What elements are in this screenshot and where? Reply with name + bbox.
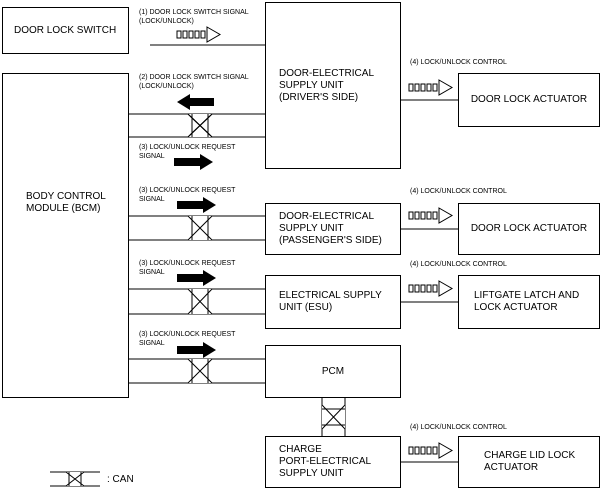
signal-label-3a: (3) LOCK/UNLOCK REQUEST SIGNAL — [139, 144, 236, 160]
pcm-box: PCM — [265, 345, 401, 398]
can-twist-4 — [187, 358, 213, 384]
charge-port-esu-label: CHARGE PORT-ELECTRICAL SUPPLY UNIT — [279, 444, 372, 479]
bcm-label: BODY CONTROL MODULE (BCM) — [26, 191, 106, 214]
signal-label-3c: (3) LOCK/UNLOCK REQUEST SIGNAL — [139, 260, 236, 276]
can-twist-2 — [187, 215, 213, 241]
signal-arrow-3d — [177, 342, 216, 358]
legend-can-symbol — [50, 471, 100, 487]
signal-label-3b: (3) LOCK/UNLOCK REQUEST SIGNAL — [139, 187, 236, 203]
charge-lid-actuator-box: CHARGE LID LOCK ACTUATOR — [458, 436, 600, 488]
door-lock-actuator-2-label: DOOR LOCK ACTUATOR — [470, 223, 588, 234]
signal-label-1: (1) DOOR LOCK SWITCH SIGNAL (LOCK/UNLOCK… — [139, 9, 249, 25]
signal-arrow-3b — [177, 197, 216, 213]
bcm-box: BODY CONTROL MODULE (BCM) — [2, 73, 129, 398]
deu-driver-box: DOOR-ELECTRICAL SUPPLY UNIT (DRIVER'S SI… — [265, 2, 401, 169]
signal-arrow-1 — [176, 26, 222, 43]
deu-driver-label: DOOR-ELECTRICAL SUPPLY UNIT (DRIVER'S SI… — [279, 67, 375, 103]
signal-label-3d: (3) LOCK/UNLOCK REQUEST SIGNAL — [139, 331, 236, 347]
charge-lid-actuator-label: CHARGE LID LOCK ACTUATOR — [484, 450, 576, 473]
signal-arrow-3a — [174, 154, 213, 170]
control-arrow-4 — [408, 442, 454, 459]
door-lock-switch-label: DOOR LOCK SWITCH — [14, 24, 117, 36]
pcm-label: PCM — [321, 365, 345, 377]
can-twist-3 — [187, 288, 213, 315]
control-label-1: (4) LOCK/UNLOCK CONTROL — [410, 59, 507, 66]
control-label-3: (4) LOCK/UNLOCK CONTROL — [410, 261, 507, 268]
door-lock-actuator-1-label: DOOR LOCK ACTUATOR — [470, 94, 588, 105]
signal-label-2: (2) DOOR LOCK SWITCH SIGNAL (LOCK/UNLOCK… — [139, 74, 249, 90]
can-twist-5 — [321, 404, 346, 430]
control-label-4: (4) LOCK/UNLOCK CONTROL — [410, 424, 507, 431]
control-arrow-1 — [408, 79, 454, 96]
esu-box: ELECTRICAL SUPPLY UNIT (ESU) — [265, 275, 401, 329]
liftgate-actuator-label: LIFTGATE LATCH AND LOCK ACTUATOR — [474, 290, 580, 313]
deu-passenger-label: DOOR-ELECTRICAL SUPPLY UNIT (PASSENGER'S… — [279, 211, 382, 246]
can-twist-1 — [187, 113, 213, 138]
control-arrow-2 — [408, 207, 454, 224]
signal-arrow-3c — [177, 270, 216, 286]
deu-passenger-box: DOOR-ELECTRICAL SUPPLY UNIT (PASSENGER'S… — [265, 203, 401, 255]
liftgate-actuator-box: LIFTGATE LATCH AND LOCK ACTUATOR — [458, 275, 600, 329]
control-label-2: (4) LOCK/UNLOCK CONTROL — [410, 188, 507, 195]
control-arrow-3 — [408, 280, 454, 297]
door-lock-actuator-2-box: DOOR LOCK ACTUATOR — [458, 203, 600, 255]
door-lock-switch-box: DOOR LOCK SWITCH — [2, 7, 129, 54]
signal-arrow-2 — [177, 94, 214, 110]
esu-label: ELECTRICAL SUPPLY UNIT (ESU) — [279, 290, 382, 313]
charge-port-esu-box: CHARGE PORT-ELECTRICAL SUPPLY UNIT — [265, 436, 401, 488]
legend-can-label: : CAN — [107, 474, 134, 485]
door-lock-actuator-1-box: DOOR LOCK ACTUATOR — [458, 73, 600, 127]
